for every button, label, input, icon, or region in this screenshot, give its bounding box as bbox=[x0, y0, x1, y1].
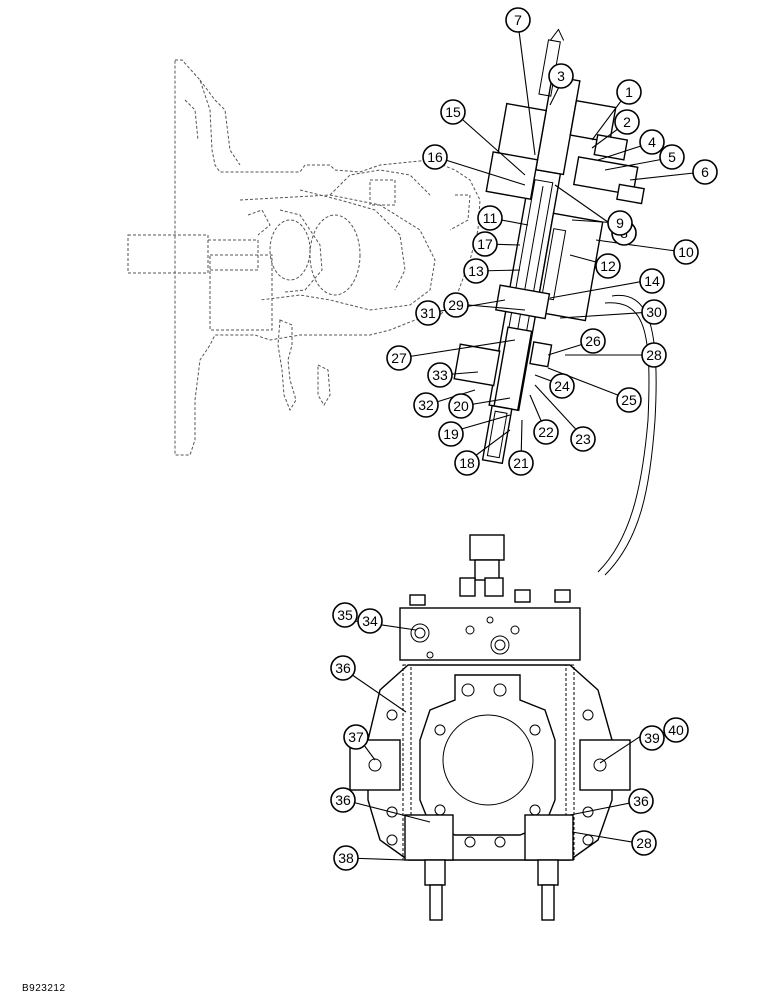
svg-text:17: 17 bbox=[477, 236, 493, 252]
callout-18: 18 bbox=[454, 450, 480, 476]
callout-36: 36 bbox=[330, 655, 356, 681]
callout-32: 32 bbox=[413, 392, 439, 418]
svg-text:22: 22 bbox=[538, 424, 554, 440]
svg-text:27: 27 bbox=[391, 350, 407, 366]
callout-30: 30 bbox=[641, 299, 667, 325]
callout-11: 11 bbox=[477, 205, 503, 231]
svg-text:36: 36 bbox=[633, 793, 649, 809]
svg-text:12: 12 bbox=[600, 258, 616, 274]
svg-text:31: 31 bbox=[420, 305, 436, 321]
callout-4: 4 bbox=[639, 129, 665, 155]
callout-39: 39 bbox=[639, 725, 665, 751]
svg-text:34: 34 bbox=[362, 613, 378, 629]
callout-35: 35 bbox=[332, 602, 358, 628]
svg-text:25: 25 bbox=[621, 392, 637, 408]
svg-text:9: 9 bbox=[616, 215, 624, 231]
svg-text:30: 30 bbox=[646, 304, 662, 320]
callout-19: 19 bbox=[438, 421, 464, 447]
svg-text:38: 38 bbox=[338, 850, 354, 866]
callout-28-b: 28 bbox=[631, 830, 657, 856]
hydraulic-line bbox=[604, 294, 657, 576]
callout-15: 15 bbox=[440, 99, 466, 125]
svg-text:32: 32 bbox=[418, 397, 434, 413]
svg-text:6: 6 bbox=[701, 164, 709, 180]
svg-text:24: 24 bbox=[554, 378, 570, 394]
callout-20: 20 bbox=[448, 393, 474, 419]
callout-34: 34 bbox=[357, 608, 383, 634]
svg-text:11: 11 bbox=[483, 210, 498, 226]
callout-13: 13 bbox=[463, 258, 489, 284]
callout-25: 25 bbox=[616, 387, 642, 413]
callout-7: 7 bbox=[505, 7, 531, 33]
callout-36-c: 36 bbox=[628, 788, 654, 814]
callout-33: 33 bbox=[427, 362, 453, 388]
callout-6: 6 bbox=[692, 159, 718, 185]
callout-16: 16 bbox=[422, 144, 448, 170]
svg-text:26: 26 bbox=[585, 333, 601, 349]
callout-17: 17 bbox=[472, 231, 498, 257]
svg-text:16: 16 bbox=[427, 149, 443, 165]
callout-38: 38 bbox=[333, 845, 359, 871]
svg-text:28: 28 bbox=[636, 835, 652, 851]
svg-text:10: 10 bbox=[678, 244, 694, 260]
callout-1: 1 bbox=[616, 79, 642, 105]
svg-text:29: 29 bbox=[448, 297, 464, 313]
svg-text:3: 3 bbox=[557, 68, 565, 84]
pump-rear-view bbox=[349, 534, 631, 921]
hydraulic-line-2 bbox=[597, 302, 650, 573]
svg-text:19: 19 bbox=[443, 426, 459, 442]
svg-text:13: 13 bbox=[468, 263, 484, 279]
callout-21: 21 bbox=[508, 450, 534, 476]
callout-9: 9 bbox=[607, 210, 633, 236]
callout-3: 3 bbox=[548, 63, 574, 89]
svg-text:21: 21 bbox=[513, 455, 529, 471]
control-valve-assembly bbox=[453, 28, 645, 465]
callout-10: 10 bbox=[673, 239, 699, 265]
svg-text:39: 39 bbox=[644, 730, 660, 746]
callout-24: 24 bbox=[549, 373, 575, 399]
svg-text:20: 20 bbox=[453, 398, 469, 414]
svg-text:5: 5 bbox=[668, 149, 676, 165]
svg-text:33: 33 bbox=[432, 367, 448, 383]
svg-text:7: 7 bbox=[514, 12, 522, 28]
callout-36-b: 36 bbox=[330, 787, 356, 813]
svg-text:4: 4 bbox=[648, 134, 656, 150]
drawing-id: B923212 bbox=[22, 983, 66, 994]
svg-text:2: 2 bbox=[623, 114, 631, 130]
callout-22: 22 bbox=[533, 419, 559, 445]
callout-23: 23 bbox=[570, 426, 596, 452]
svg-text:36: 36 bbox=[335, 660, 351, 676]
svg-text:1: 1 bbox=[625, 84, 633, 100]
svg-text:35: 35 bbox=[337, 607, 353, 623]
callout-26: 26 bbox=[580, 328, 606, 354]
svg-text:23: 23 bbox=[575, 431, 591, 447]
callout-2: 2 bbox=[614, 109, 640, 135]
callout-28: 28 bbox=[641, 342, 667, 368]
pump-housing-outline bbox=[127, 59, 481, 456]
callout-37: 37 bbox=[343, 724, 369, 750]
callout-31: 31 bbox=[415, 300, 441, 326]
svg-text:40: 40 bbox=[668, 722, 684, 738]
svg-text:15: 15 bbox=[445, 104, 461, 120]
svg-text:18: 18 bbox=[459, 455, 475, 471]
svg-text:36: 36 bbox=[335, 792, 351, 808]
callout-29: 29 bbox=[443, 292, 469, 318]
callout-27: 27 bbox=[386, 345, 412, 371]
callout-5: 5 bbox=[659, 144, 685, 170]
svg-text:14: 14 bbox=[644, 273, 660, 289]
svg-text:28: 28 bbox=[646, 347, 662, 363]
callout-12: 12 bbox=[595, 253, 621, 279]
svg-text:37: 37 bbox=[348, 729, 364, 745]
callout-14: 14 bbox=[639, 268, 665, 294]
callout-40: 40 bbox=[663, 717, 689, 743]
